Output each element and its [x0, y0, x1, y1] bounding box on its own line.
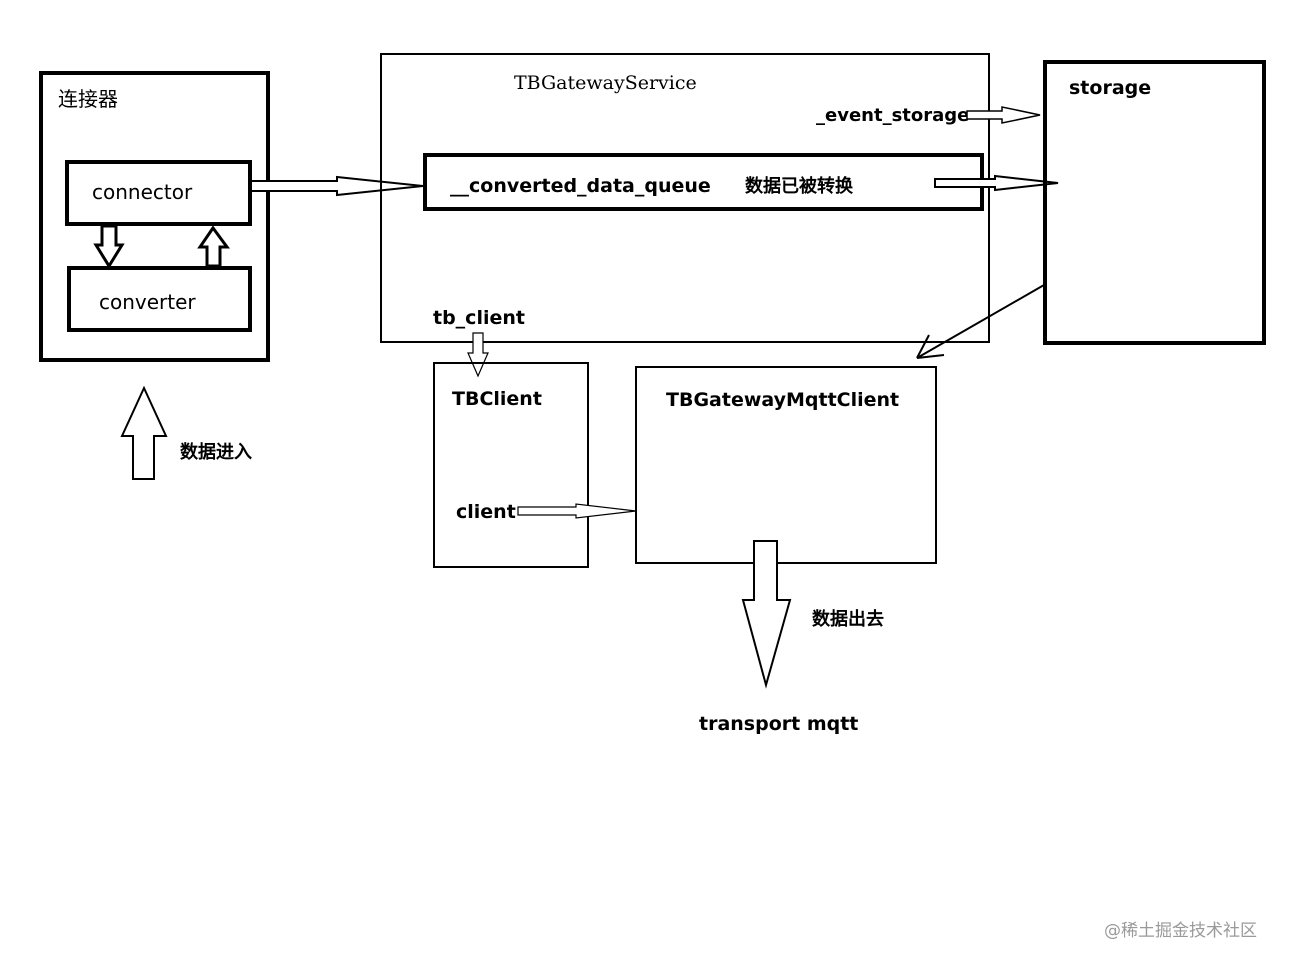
storage-to-mqtt-arrow	[916, 284, 1045, 359]
connector-to-converter-arrow	[93, 224, 125, 269]
gateway-service-frame	[380, 53, 990, 343]
connector-box	[65, 160, 252, 226]
converted-data-queue-label: __converted_data_queue	[450, 175, 711, 197]
queue-note-label: 数据已被转换	[745, 175, 854, 197]
client-label: client	[456, 501, 516, 523]
mqtt-client-title: TBGatewayMqttClient	[666, 389, 899, 411]
gateway-service-title: TBGatewayService	[514, 72, 697, 94]
connector-module: 连接器 connector converter	[39, 71, 270, 362]
event-storage-to-storage-arrow	[966, 106, 1041, 124]
transport-label: transport mqtt	[699, 713, 858, 735]
connector-module-frame	[39, 71, 270, 362]
converter-box	[67, 266, 252, 332]
converter-to-connector-arrow	[197, 225, 230, 268]
connector-label: connector	[92, 180, 193, 204]
data-in-arrow	[120, 385, 168, 480]
connector-to-queue-arrow	[250, 175, 424, 197]
tb-client-label: tb_client	[433, 307, 525, 329]
watermark: @稀土掘金技术社区	[1104, 921, 1257, 941]
converter-label: converter	[99, 290, 196, 314]
event-storage-label: _event_storage	[816, 105, 969, 126]
mqtt-client-box	[635, 366, 937, 564]
storage-box	[1043, 60, 1266, 345]
data-out-arrow	[741, 540, 792, 689]
gateway-service: TBGatewayService _event_storage __conver…	[380, 53, 990, 343]
tbclient-box	[433, 362, 589, 568]
tbclient-title: TBClient	[452, 388, 542, 410]
storage-label: storage	[1069, 77, 1151, 99]
queue-to-storage-arrow	[934, 174, 1059, 192]
connector-module-title: 连接器	[58, 87, 118, 111]
client-to-mqtt-arrow	[517, 503, 637, 519]
data-in-label: 数据进入	[180, 441, 252, 463]
tb-client-to-tbclient-arrow	[467, 332, 489, 378]
data-out-label: 数据出去	[812, 608, 884, 630]
